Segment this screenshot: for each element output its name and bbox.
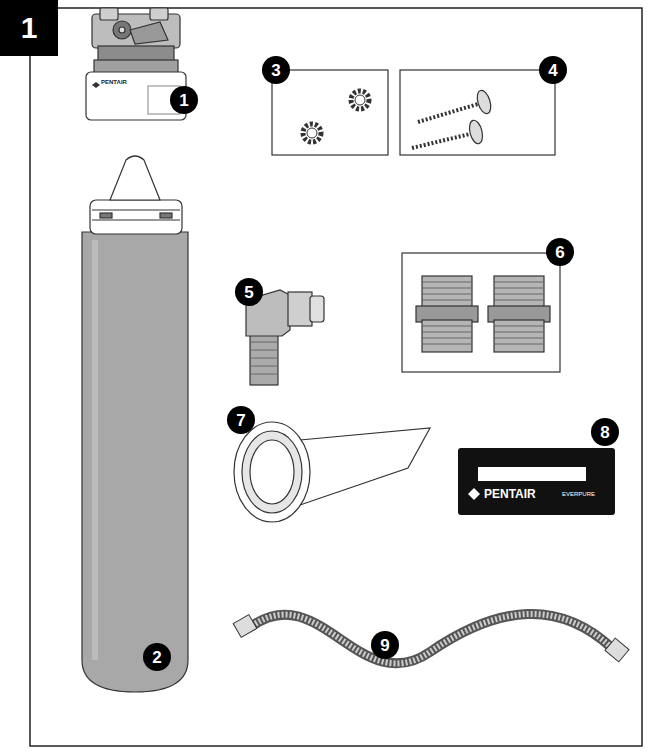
callout-number: 9: [371, 631, 399, 659]
callout-number: 5: [235, 278, 263, 306]
model-text: EVERPURE: [562, 491, 595, 497]
brand-label: [458, 448, 615, 515]
callout-number: 2: [143, 643, 171, 671]
ptfe-tape: [234, 422, 430, 522]
callout-number: 7: [227, 406, 255, 434]
star-washers: [303, 91, 369, 142]
callout-number: 6: [546, 238, 574, 266]
braided-hose: [233, 614, 629, 663]
callout-number: 3: [262, 56, 290, 84]
filter-cartridge: [82, 156, 188, 692]
callout-number: 4: [539, 56, 567, 84]
screws: [412, 89, 493, 148]
pipe-nipples: [416, 276, 550, 352]
elbow-fitting: [246, 290, 324, 385]
brand-text: PENTAIR: [484, 488, 536, 500]
brand-text: PENTAIR: [101, 79, 127, 85]
callout-number: 8: [591, 418, 619, 446]
step-number: 1: [0, 0, 58, 56]
callout-number: 1: [170, 86, 198, 114]
